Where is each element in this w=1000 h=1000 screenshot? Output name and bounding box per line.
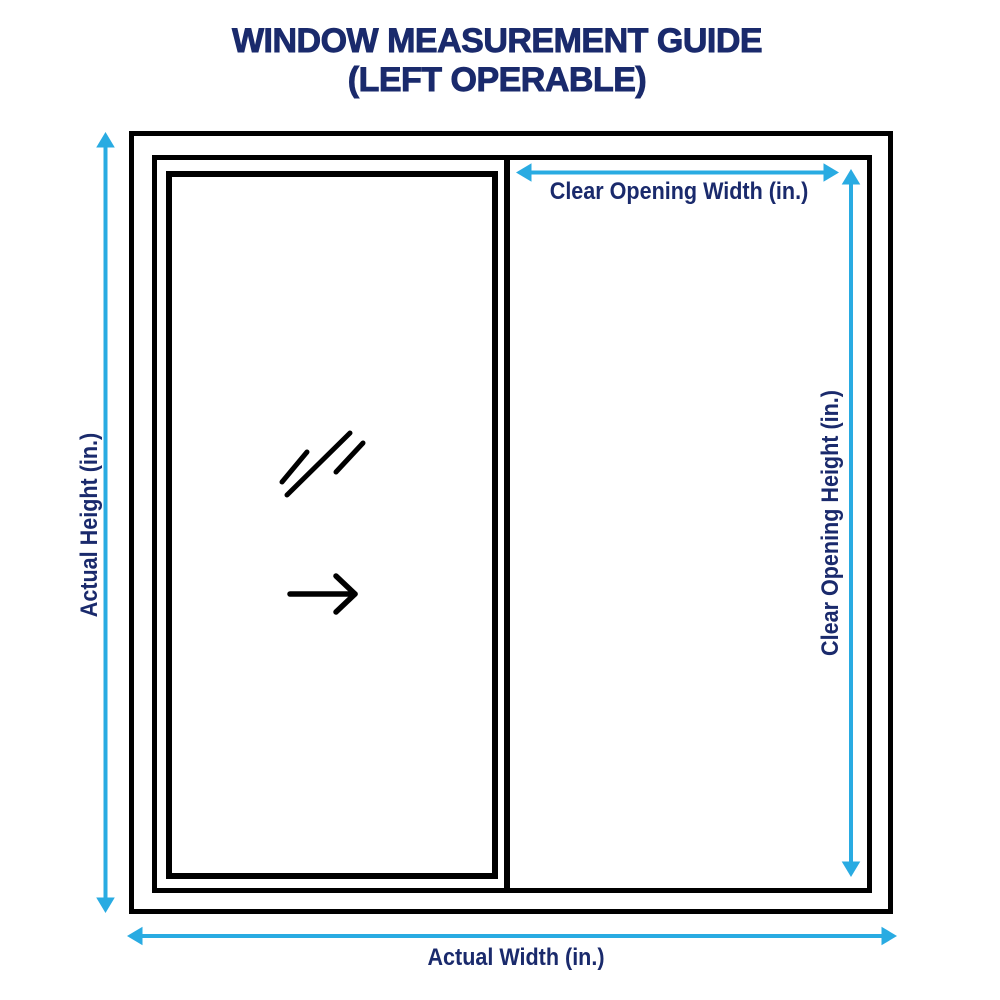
window-outer-frame: [129, 131, 893, 914]
window-center-divider: [504, 158, 510, 890]
left-operable-sash: [166, 171, 498, 879]
clear-opening-width-arrow-icon: [516, 163, 839, 182]
clear-opening-height-label: Clear Opening Height (in.): [817, 390, 844, 656]
page-title: WINDOW MEASUREMENT GUIDE (LEFT OPERABLE): [231, 22, 763, 100]
title-line-1: WINDOW MEASUREMENT GUIDE: [231, 22, 763, 61]
actual-width-arrow-icon: [127, 926, 897, 946]
slide-right-arrow-icon: [287, 573, 358, 615]
clear-opening-height-arrow-icon: [841, 169, 861, 877]
clear-opening-width-label: Clear Opening Width (in.): [549, 178, 809, 205]
window-inner-frame: [152, 155, 872, 893]
title-line-2: (LEFT OPERABLE): [347, 61, 647, 100]
actual-height-arrow-icon: [96, 132, 115, 913]
glass-reflection-icon: [279, 430, 366, 498]
actual-width-label: Actual Width (in.): [427, 944, 605, 971]
actual-height-label: Actual Height (in.): [76, 432, 103, 618]
